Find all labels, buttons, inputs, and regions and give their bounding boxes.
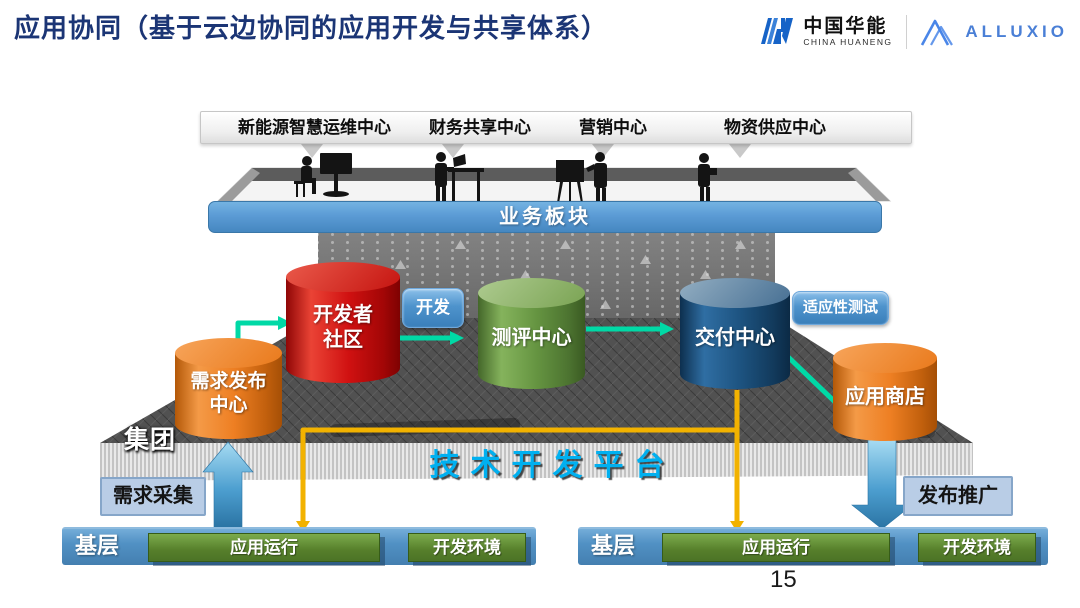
huaneng-logo-text: 中国华能 CHINA HUANENG bbox=[803, 16, 893, 48]
dev-env-bar: 开发环境 bbox=[918, 533, 1036, 562]
cylinder-evaluation-center: 测评中心 bbox=[478, 278, 585, 389]
huaneng-logo-icon bbox=[761, 18, 794, 44]
logo-divider bbox=[906, 15, 908, 49]
arrow-demand-to-developer bbox=[235, 320, 278, 341]
adaptive-test-badge: 适应性测试 bbox=[792, 291, 889, 325]
base-layer-bar-right: 基层 应用运行 开发环境 bbox=[578, 527, 1048, 565]
page-title: 应用协同（基于云边协同的应用开发与共享体系） bbox=[14, 13, 609, 43]
cylinder-delivery-center: 交付中心 bbox=[680, 278, 790, 389]
person-sitting-desk-icon bbox=[294, 153, 352, 197]
business-unit-label: 营销中心 bbox=[579, 118, 647, 137]
cylinder-top bbox=[175, 338, 282, 368]
develop-badge: 开发 bbox=[402, 288, 464, 328]
flow-arrows bbox=[202, 316, 913, 532]
alluxio-logo-icon bbox=[921, 19, 954, 46]
cylinder-label: 开发者 社区 bbox=[313, 304, 373, 351]
cylinder-body bbox=[286, 277, 400, 383]
business-unit-label: 财务共享中心 bbox=[429, 118, 531, 137]
business-segment-label: 业务板块 bbox=[499, 206, 591, 228]
huaneng-name-en: CHINA HUANENG bbox=[803, 37, 893, 47]
demand-collect-label: 需求采集 bbox=[100, 477, 206, 516]
group-side-label: 集团 bbox=[124, 426, 177, 454]
cylinder-top bbox=[478, 278, 585, 308]
cylinder-demand-center: 需求发布 中心 bbox=[175, 338, 282, 439]
huaneng-name-cn: 中国华能 bbox=[803, 16, 888, 37]
person-reading-icon bbox=[698, 153, 717, 204]
business-units-bar: 新能源智慧运维中心 财务共享中心 营销中心 物资供应中心 bbox=[200, 111, 912, 144]
business-unit-label: 新能源智慧运维中心 bbox=[238, 118, 391, 137]
logo-area: 中国华能 CHINA HUANENG ALLUXIO bbox=[757, 10, 1068, 54]
cylinder-top bbox=[680, 278, 790, 308]
cylinder-body bbox=[478, 293, 585, 389]
person-presenter-icon bbox=[556, 152, 607, 204]
business-slab bbox=[216, 167, 892, 202]
tech-platform-label: 技术开发平台 bbox=[429, 449, 676, 482]
cylinder-body bbox=[680, 293, 790, 389]
page-number: 15 bbox=[770, 566, 797, 593]
publish-promote-label: 发布推广 bbox=[903, 476, 1013, 516]
person-standing-desk-icon bbox=[435, 152, 484, 203]
base-layer-bar-left: 基层 应用运行 开发环境 bbox=[62, 527, 536, 565]
cylinder-developer-community: 开发者 社区 bbox=[286, 262, 400, 383]
cylinder-top bbox=[833, 343, 937, 373]
dev-env-bar: 开发环境 bbox=[408, 533, 526, 562]
app-run-bar: 应用运行 bbox=[148, 533, 380, 562]
business-segment-bar: 业务板块 bbox=[208, 201, 882, 233]
base-layer-title: 基层 bbox=[75, 533, 120, 558]
platform-front-edge bbox=[100, 443, 973, 481]
cylinder-label: 测评中心 bbox=[491, 327, 572, 350]
arrow-publish-down bbox=[851, 439, 913, 530]
cylinder-top bbox=[286, 262, 400, 292]
people-silhouettes bbox=[294, 152, 717, 204]
cylinder-label: 交付中心 bbox=[695, 327, 775, 350]
cylinder-label: 需求发布 中心 bbox=[190, 371, 267, 416]
arrow-delivery-to-base bbox=[300, 390, 740, 521]
cylinder-label: 应用商店 bbox=[845, 385, 925, 408]
alluxio-logo-text: ALLUXIO bbox=[965, 22, 1068, 41]
cylinder-app-store: 应用商店 bbox=[833, 343, 937, 441]
base-layer-title: 基层 bbox=[591, 533, 636, 558]
business-unit-label: 物资供应中心 bbox=[724, 118, 826, 137]
department-pointer-triangles bbox=[301, 144, 751, 158]
app-run-bar: 应用运行 bbox=[662, 533, 890, 562]
